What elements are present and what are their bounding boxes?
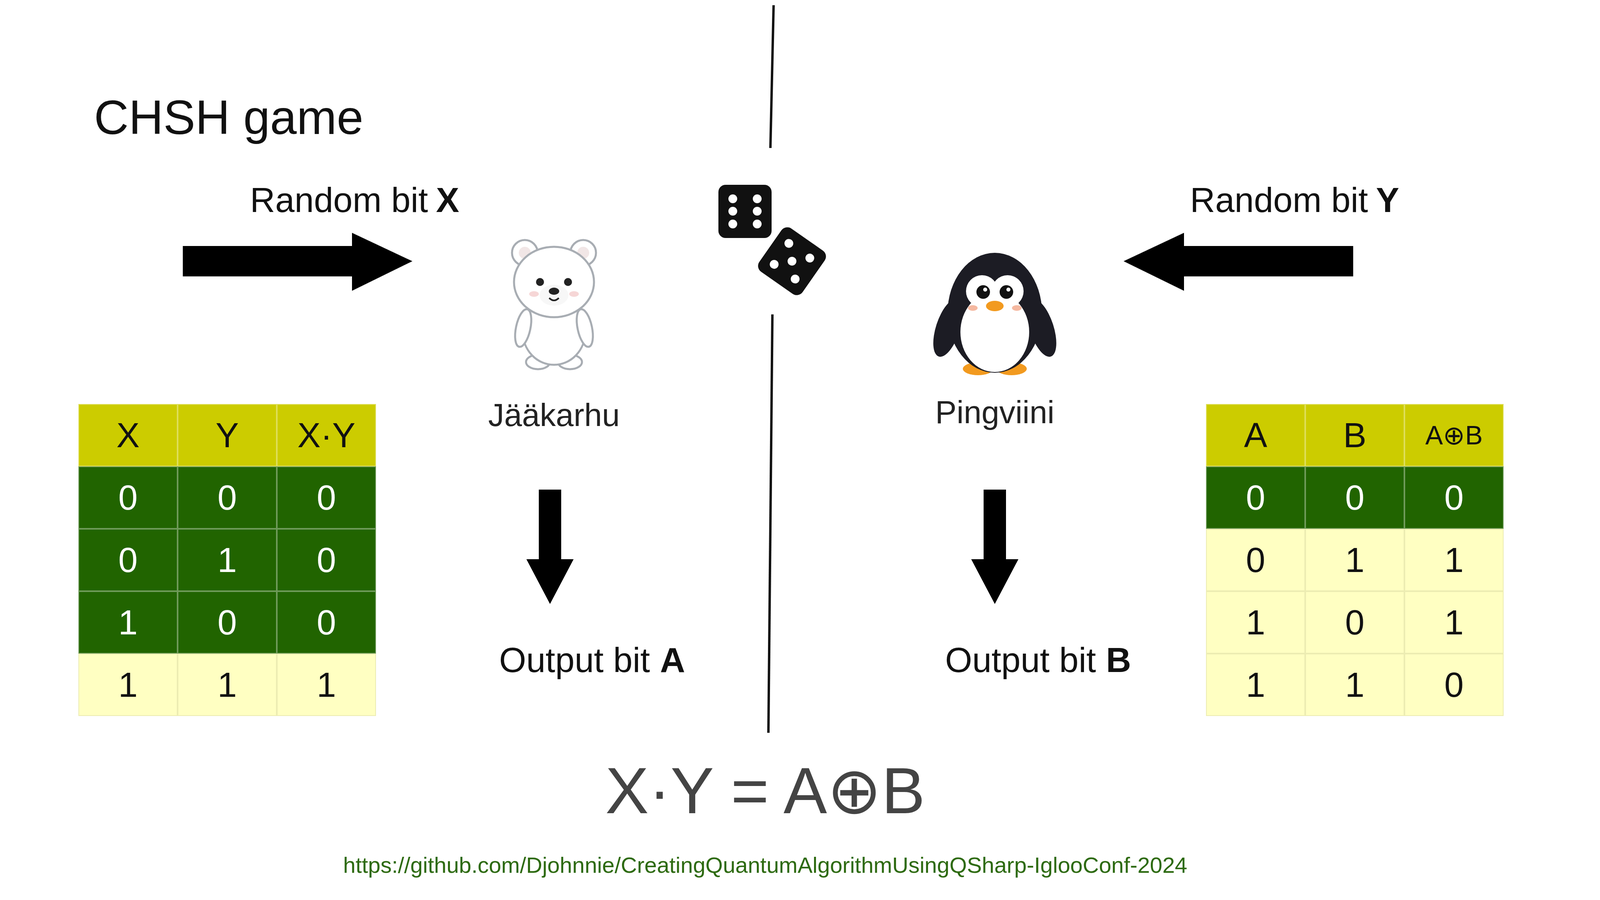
table-header-cell: B [1305, 404, 1405, 467]
table-cell: 1 [177, 653, 277, 716]
cell-text: X·Y [297, 415, 356, 456]
cell-text: A⊕B [1425, 420, 1483, 451]
cell-text: 1 [1246, 664, 1266, 705]
table-cell: 1 [1305, 528, 1405, 592]
table-cell: 1 [1206, 653, 1306, 716]
table-cell: 1 [1404, 591, 1504, 654]
polar-bear [512, 240, 596, 370]
table-header-cell: A⊕B [1404, 404, 1504, 467]
cell-text: 0 [1246, 540, 1266, 580]
output-label: Output bit [945, 640, 1096, 680]
cell-text: 1 [1345, 540, 1365, 580]
cell-text: 1 [118, 664, 138, 705]
table-cell: 1 [1404, 528, 1504, 592]
table-cell: 1 [78, 653, 178, 716]
cell-text: 0 [1246, 477, 1266, 518]
cell-text: 0 [1444, 477, 1464, 518]
divider-line [770, 5, 774, 148]
output-variable: A [660, 640, 686, 680]
cell-text: 0 [1345, 477, 1365, 518]
table-header-cell: A [1206, 404, 1306, 467]
cell-text: 1 [217, 540, 237, 580]
cell-text: 0 [316, 540, 336, 580]
input-variable: X [436, 180, 460, 220]
win-condition: X·Y = A⊕B [605, 753, 926, 828]
cell-text: 0 [316, 602, 336, 643]
cell-text: 1 [118, 602, 138, 643]
table-cell: 0 [78, 528, 178, 592]
output-arrow [526, 489, 574, 604]
output-variable: B [1106, 640, 1132, 680]
input-label: Random bit [250, 180, 428, 220]
input-variable: Y [1376, 180, 1400, 220]
divider-line [768, 314, 773, 733]
table-cell: 1 [177, 528, 277, 592]
cell-text: B [1343, 415, 1367, 456]
penguin [927, 252, 1062, 376]
source-url: https://github.com/Djohnnie/CreatingQuan… [343, 852, 1188, 878]
die [718, 184, 772, 238]
cell-text: Y [215, 415, 239, 456]
cell-text: 0 [1444, 664, 1464, 705]
die [755, 224, 829, 298]
table-cell: 0 [276, 591, 376, 654]
table-cell: 0 [1206, 466, 1306, 529]
cell-text: 1 [1444, 602, 1464, 643]
cell-text: 0 [1345, 602, 1365, 643]
input-label: Random bit [1190, 180, 1368, 220]
table-cell: 1 [1206, 591, 1306, 654]
table-cell: 0 [177, 591, 277, 654]
table-cell: 0 [1404, 653, 1504, 716]
cell-text: X [116, 415, 140, 456]
cell-text: 0 [118, 540, 138, 580]
cell-text: A [1244, 415, 1268, 456]
table-header-cell: X·Y [276, 404, 376, 467]
cell-text: 1 [217, 664, 237, 705]
table-cell: 1 [276, 653, 376, 716]
table-cell: 1 [78, 591, 178, 654]
diagram-title: CHSH game [94, 89, 364, 145]
table-header-cell: X [78, 404, 178, 467]
cell-text: 0 [316, 477, 336, 518]
output-label: Output bit [499, 640, 650, 680]
table-cell: 0 [177, 466, 277, 529]
cell-text: 1 [1246, 602, 1266, 643]
table-header-cell: Y [177, 404, 277, 467]
table-cell: 0 [1404, 466, 1504, 529]
table-cell: 0 [276, 466, 376, 529]
table-cell: 0 [276, 528, 376, 592]
cell-text: 0 [118, 477, 138, 518]
input-arrow [1123, 232, 1354, 291]
table-cell: 0 [1305, 591, 1405, 654]
table-cell: 0 [1206, 528, 1306, 592]
table-cell: 0 [78, 466, 178, 529]
table-cell: 0 [1305, 466, 1405, 529]
output-arrow [971, 489, 1019, 604]
player-name: Jääkarhu [488, 396, 620, 434]
cell-text: 1 [316, 664, 336, 705]
table-cell: 1 [1305, 653, 1405, 716]
input-arrow [182, 232, 413, 291]
cell-text: 1 [1345, 664, 1365, 705]
cell-text: 0 [217, 602, 237, 643]
cell-text: 1 [1444, 540, 1464, 580]
cell-text: 0 [217, 477, 237, 518]
player-name: Pingviini [935, 394, 1055, 431]
